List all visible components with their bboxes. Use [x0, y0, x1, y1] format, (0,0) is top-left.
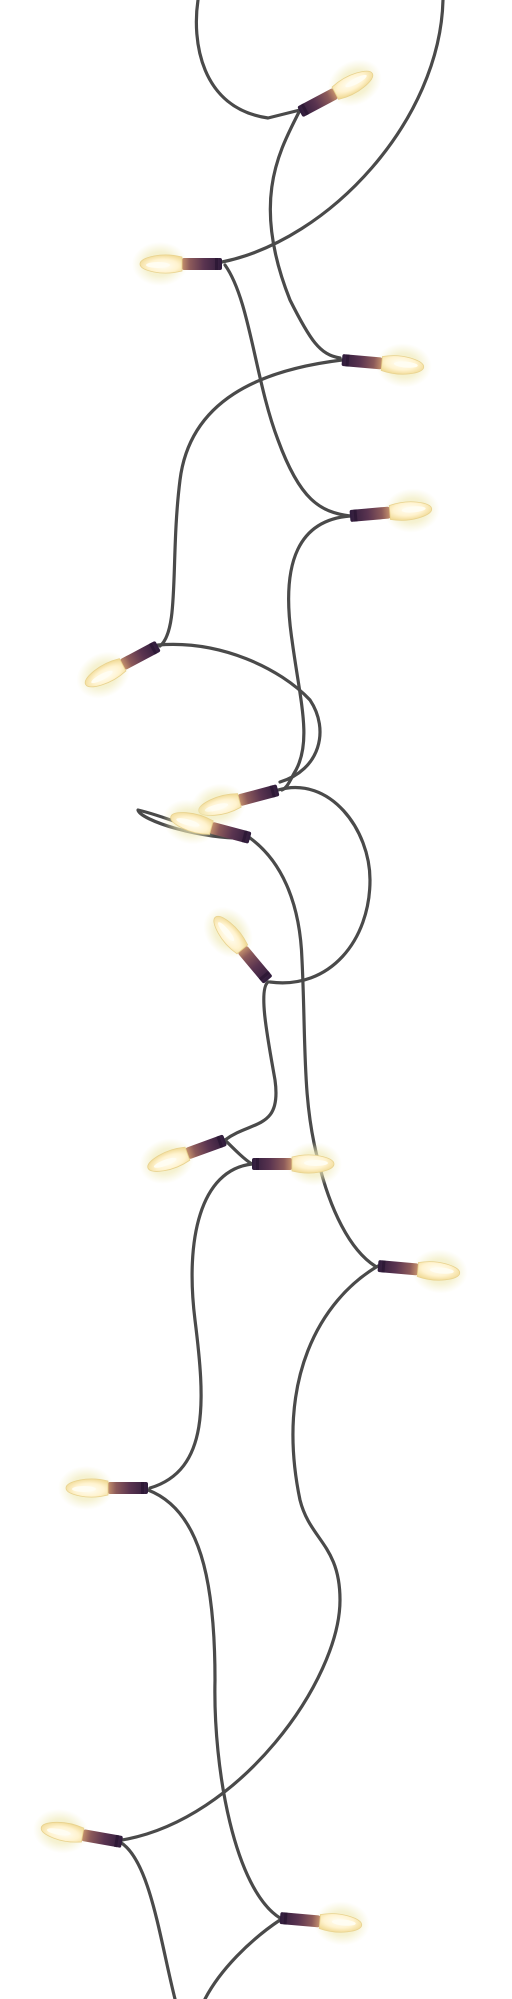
socket-band: [216, 1135, 224, 1149]
socket-band: [241, 830, 248, 843]
light-bulb: [203, 906, 272, 984]
light-bulb: [132, 242, 222, 286]
light-bulb: [297, 59, 382, 117]
bulb-filament: [72, 1486, 96, 1492]
wire-segment: [194, 0, 342, 360]
light-bulb: [58, 1466, 148, 1510]
bulb-socket: [81, 1829, 123, 1848]
bulb-socket: [238, 946, 272, 984]
bulb-filament: [401, 506, 426, 513]
bulb-filament: [393, 361, 418, 368]
light-bulb: [139, 1134, 227, 1184]
socket-band: [215, 258, 218, 270]
bulb-filament: [429, 1267, 454, 1274]
bulb-filament: [91, 670, 113, 684]
bulb-socket: [108, 1482, 148, 1494]
bulb-filament: [218, 922, 235, 942]
socket-band: [353, 509, 358, 522]
bulb-filament: [304, 1160, 328, 1166]
bulb-filament: [146, 262, 170, 268]
socket-band: [300, 103, 309, 116]
bulb-filament: [345, 74, 367, 88]
wire-segment: [148, 1162, 254, 1490]
light-bulb: [279, 1901, 370, 1946]
socket-band: [345, 354, 350, 367]
wire-segment: [146, 1488, 282, 1920]
socket-band: [141, 1482, 144, 1494]
bulb-filament: [331, 1919, 356, 1926]
bulb-socket: [120, 641, 161, 670]
bulb-socket: [210, 822, 252, 844]
wire-segment: [223, 980, 278, 1142]
wire-segment: [220, 0, 445, 264]
bulb-filament: [176, 818, 200, 827]
bulb-group: [33, 59, 468, 1946]
socket-band: [258, 970, 271, 981]
bulb-socket: [182, 258, 222, 270]
bulb-filament: [46, 1828, 71, 1836]
bulb-socket: [377, 1260, 419, 1276]
bulb-socket: [238, 784, 280, 806]
wire-group: [118, 0, 445, 1999]
wire-segment: [268, 786, 372, 985]
bulb-socket: [297, 88, 338, 117]
socket-band: [114, 1834, 120, 1848]
wire-segment: [156, 642, 322, 784]
socket-band: [283, 1912, 288, 1925]
wire-segment: [158, 358, 344, 648]
wire-segment: [120, 1264, 380, 1842]
wire-segment: [203, 1918, 282, 1999]
light-bulb: [349, 488, 440, 533]
socket-band: [256, 1158, 259, 1170]
bulb-socket: [341, 354, 383, 370]
light-bulb: [162, 799, 252, 845]
wire-segment: [223, 1138, 254, 1166]
wire-segment: [223, 263, 352, 518]
light-bulb: [76, 641, 161, 699]
wire-segment: [248, 836, 377, 1268]
socket-band: [381, 1260, 386, 1273]
light-bulb: [341, 343, 432, 388]
socket-band: [149, 642, 158, 655]
bulb-socket: [185, 1134, 227, 1159]
socket-band: [269, 785, 276, 798]
bulb-socket: [279, 1912, 321, 1928]
wire-segment: [118, 1840, 177, 1999]
light-bulb: [33, 1809, 123, 1854]
bulb-filament: [153, 1157, 177, 1168]
bulb-socket: [252, 1158, 292, 1170]
light-bulb: [252, 1142, 342, 1186]
light-bulb: [377, 1249, 468, 1294]
bulb-socket: [349, 506, 391, 522]
